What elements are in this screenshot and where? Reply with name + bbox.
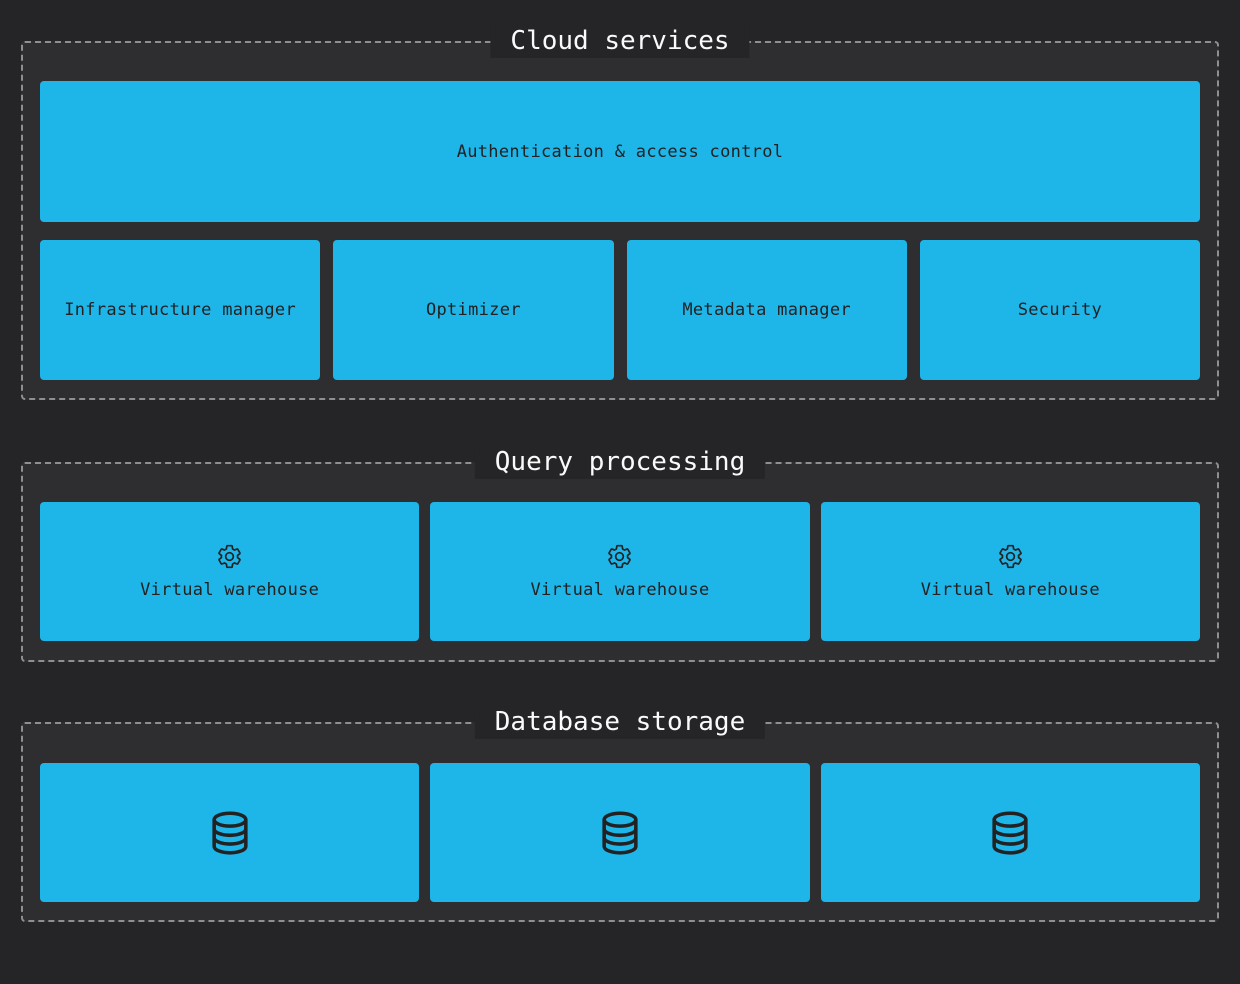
section-title-database-storage: Database storage [474,705,766,739]
box-infrastructure-manager: Infrastructure manager [40,240,321,380]
box-label: Virtual warehouse [140,580,320,600]
architecture-diagram: Cloud services Authentication & access c… [0,24,1240,922]
box-label: Virtual warehouse [920,580,1100,600]
gear-icon [218,544,242,569]
box-security: Security [919,240,1200,380]
box-metadata-manager: Metadata manager [626,240,907,380]
virtual-warehouse-box: Virtual warehouse [430,502,810,641]
section-database-storage: Database storage [21,705,1219,922]
box-authentication-access-control: Authentication & access control [40,81,1200,222]
database-box [430,763,810,902]
box-label: Metadata manager [682,300,851,320]
database-storage-box-row [40,763,1200,902]
gear-icon [608,544,632,569]
gear-icon [998,544,1022,569]
database-box [40,763,420,902]
box-label: Infrastructure manager [64,300,297,320]
section-title-query-processing: Query processing [474,445,766,479]
database-icon [992,810,1028,855]
database-icon [602,810,638,855]
virtual-warehouse-box: Virtual warehouse [40,502,420,641]
database-box [820,763,1200,902]
box-optimizer: Optimizer [333,240,614,380]
cloud-services-box-row: Infrastructure manager Optimizer Metadat… [40,240,1200,380]
database-icon [212,810,248,855]
box-label: Security [1017,300,1103,320]
virtual-warehouse-box: Virtual warehouse [820,502,1200,641]
box-label: Virtual warehouse [530,580,710,600]
section-query-processing: Query processing Virtual warehouse Virtu… [21,445,1219,662]
box-label: Optimizer [425,300,521,320]
section-title-cloud-services: Cloud services [490,24,750,58]
query-processing-box-row: Virtual warehouse Virtual warehouse Virt… [40,502,1200,641]
section-cloud-services: Cloud services Authentication & access c… [21,24,1219,400]
box-label: Authentication & access control [456,141,784,162]
